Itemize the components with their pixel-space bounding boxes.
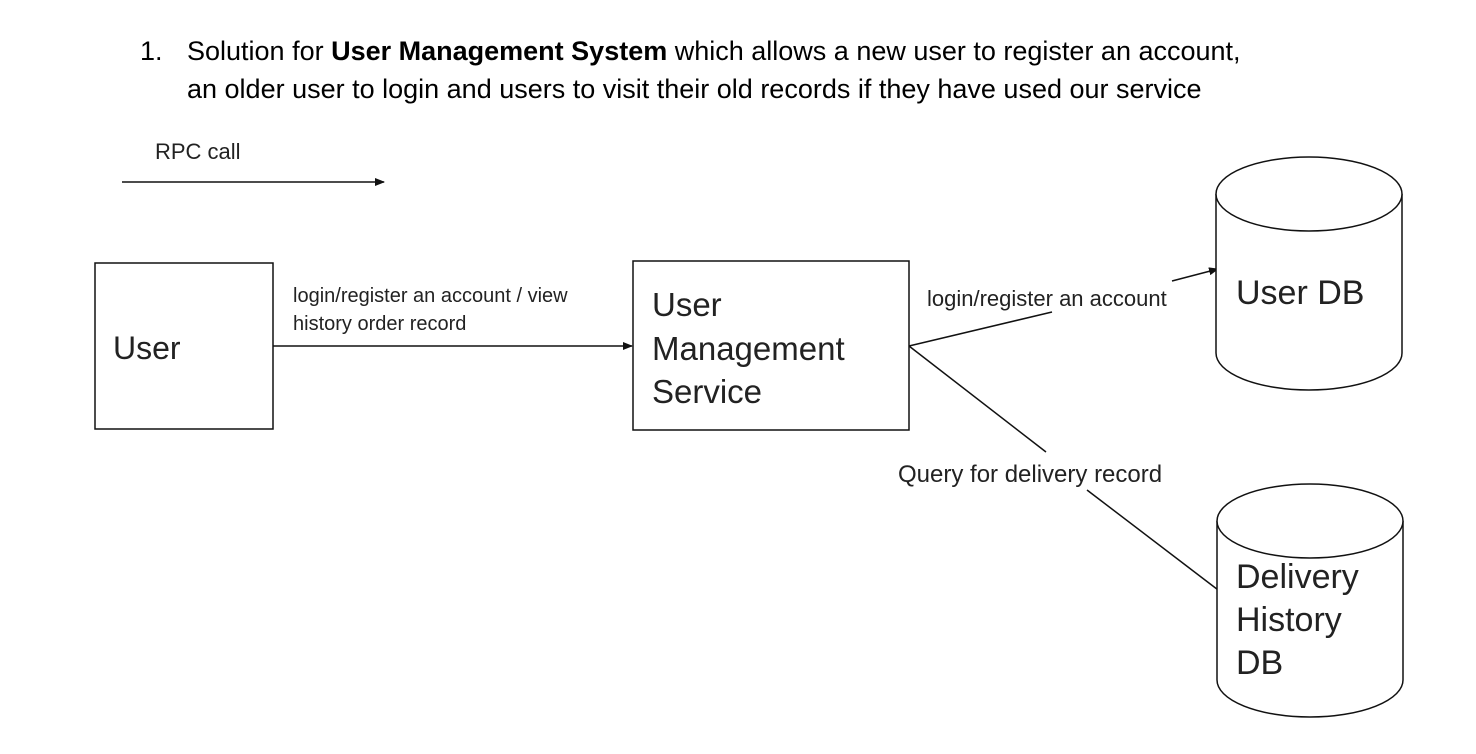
delivery-db-label-3: DB bbox=[1236, 644, 1283, 682]
edge-service-to-deliverydb-label: Query for delivery record bbox=[898, 461, 1162, 488]
edge-service-to-deliverydb-b bbox=[1086, 489, 1227, 597]
heading-line-2: an older user to login and users to visi… bbox=[187, 74, 1202, 104]
edge-service-to-userdb bbox=[908, 311, 1053, 347]
legend-label: RPC call bbox=[155, 139, 241, 164]
heading-post-bold: which allows a new user to register an a… bbox=[667, 36, 1241, 66]
edge-service-to-userdb-label: login/register an account bbox=[927, 286, 1167, 311]
delivery-db-label-1: Delivery bbox=[1236, 558, 1359, 596]
user-db-node bbox=[1215, 194, 1403, 391]
delivery-db-top bbox=[1216, 483, 1404, 559]
edge-user-to-service-label-2: history order record bbox=[293, 313, 466, 335]
user-db-label: User DB bbox=[1236, 274, 1364, 312]
user-db-top bbox=[1215, 156, 1403, 232]
user-node-label: User bbox=[113, 330, 181, 366]
edge-user-to-service-label-1: login/register an account / view bbox=[293, 285, 568, 307]
list-number: 1. bbox=[140, 36, 163, 66]
service-node-label-2: Management bbox=[652, 330, 845, 367]
delivery-db-label-2: History bbox=[1236, 601, 1342, 639]
user-node bbox=[94, 262, 274, 430]
delivery-db-node bbox=[1216, 521, 1404, 718]
edge-service-to-userdb-head bbox=[1171, 267, 1219, 282]
heading-bold: User Management System bbox=[331, 36, 668, 66]
service-node-label-1: User bbox=[652, 286, 722, 323]
edge-service-to-deliverydb-a bbox=[908, 345, 1047, 453]
service-node bbox=[632, 260, 910, 431]
heading-line-1: Solution for User Management System whic… bbox=[187, 32, 1241, 70]
heading-pre-bold: Solution for bbox=[187, 36, 332, 66]
service-node-label-3: Service bbox=[652, 373, 762, 410]
